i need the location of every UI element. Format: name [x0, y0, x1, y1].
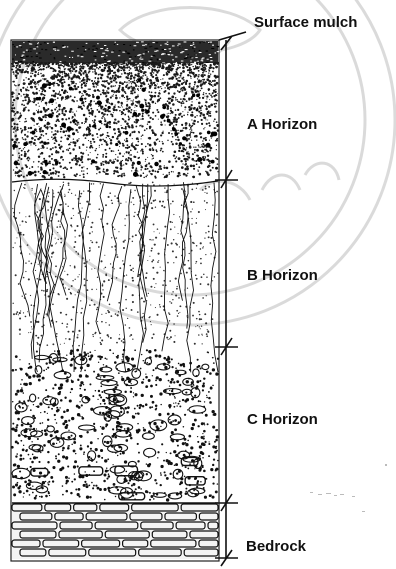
label-c-horizon: C Horizon — [247, 411, 318, 428]
horizon-boundary-markers — [215, 32, 246, 566]
label-bedrock: Bedrock — [246, 538, 306, 555]
surface-mulch-layer — [12, 41, 219, 66]
bedrock-layer — [12, 503, 218, 559]
label-a-horizon: A Horizon — [247, 116, 317, 133]
a-horizon-layer — [11, 62, 219, 180]
b-horizon-layer — [12, 179, 218, 372]
scan-speckles — [310, 464, 387, 512]
soil-column — [11, 40, 220, 561]
label-b-horizon: B Horizon — [247, 267, 318, 284]
label-surface-mulch: Surface mulch — [254, 14, 357, 31]
c-horizon-layer — [11, 349, 219, 502]
